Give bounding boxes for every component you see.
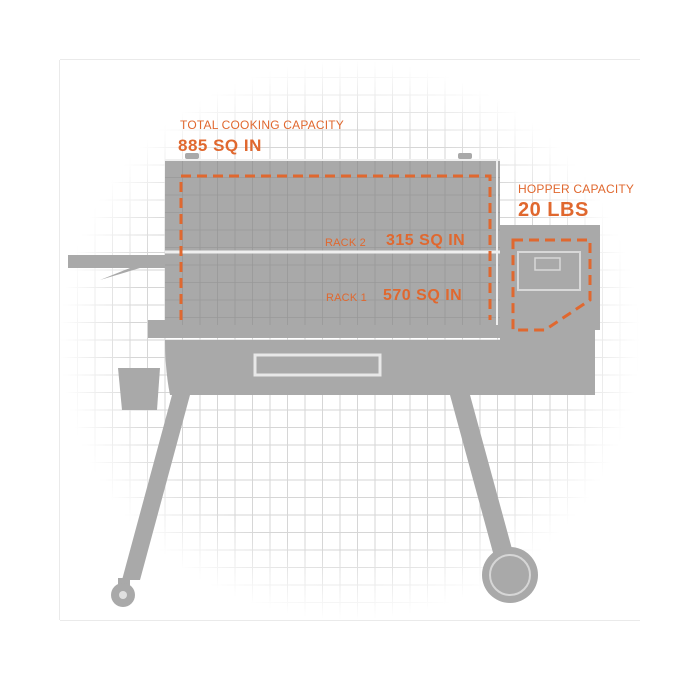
rack2-value: 315 SQ IN <box>386 232 466 249</box>
total-capacity-value: 885 SQ IN <box>178 136 262 155</box>
hopper-lower <box>500 330 595 395</box>
lid-hinge-right <box>458 153 472 159</box>
controller-panel <box>517 251 581 291</box>
controller-display <box>534 257 561 271</box>
lower-frame <box>165 340 500 395</box>
grease-bucket <box>118 368 160 410</box>
rack1-label: RACK 1 <box>326 292 367 304</box>
side-shelf <box>68 255 165 280</box>
caster-hub <box>119 591 127 599</box>
grill <box>68 153 600 607</box>
body-bottom-rim <box>148 320 500 338</box>
hopper <box>500 225 600 330</box>
right-leg <box>450 395 515 560</box>
hopper-outline <box>511 238 592 332</box>
caster-mount <box>118 578 130 588</box>
wheel-rim <box>489 554 531 596</box>
total-capacity-label: TOTAL COOKING CAPACITY <box>180 118 344 132</box>
cooking-area-outline <box>179 174 492 320</box>
rack2-label: RACK 2 <box>325 237 366 249</box>
front-handle <box>253 353 382 377</box>
left-leg <box>122 395 190 580</box>
grill-body <box>165 160 500 325</box>
rack1-value: 570 SQ IN <box>383 287 463 304</box>
hopper-capacity-value: 20 LBS <box>518 199 589 221</box>
hopper-capacity-label: HOPPER CAPACITY <box>518 182 635 196</box>
lid-hinge-left <box>185 153 199 159</box>
